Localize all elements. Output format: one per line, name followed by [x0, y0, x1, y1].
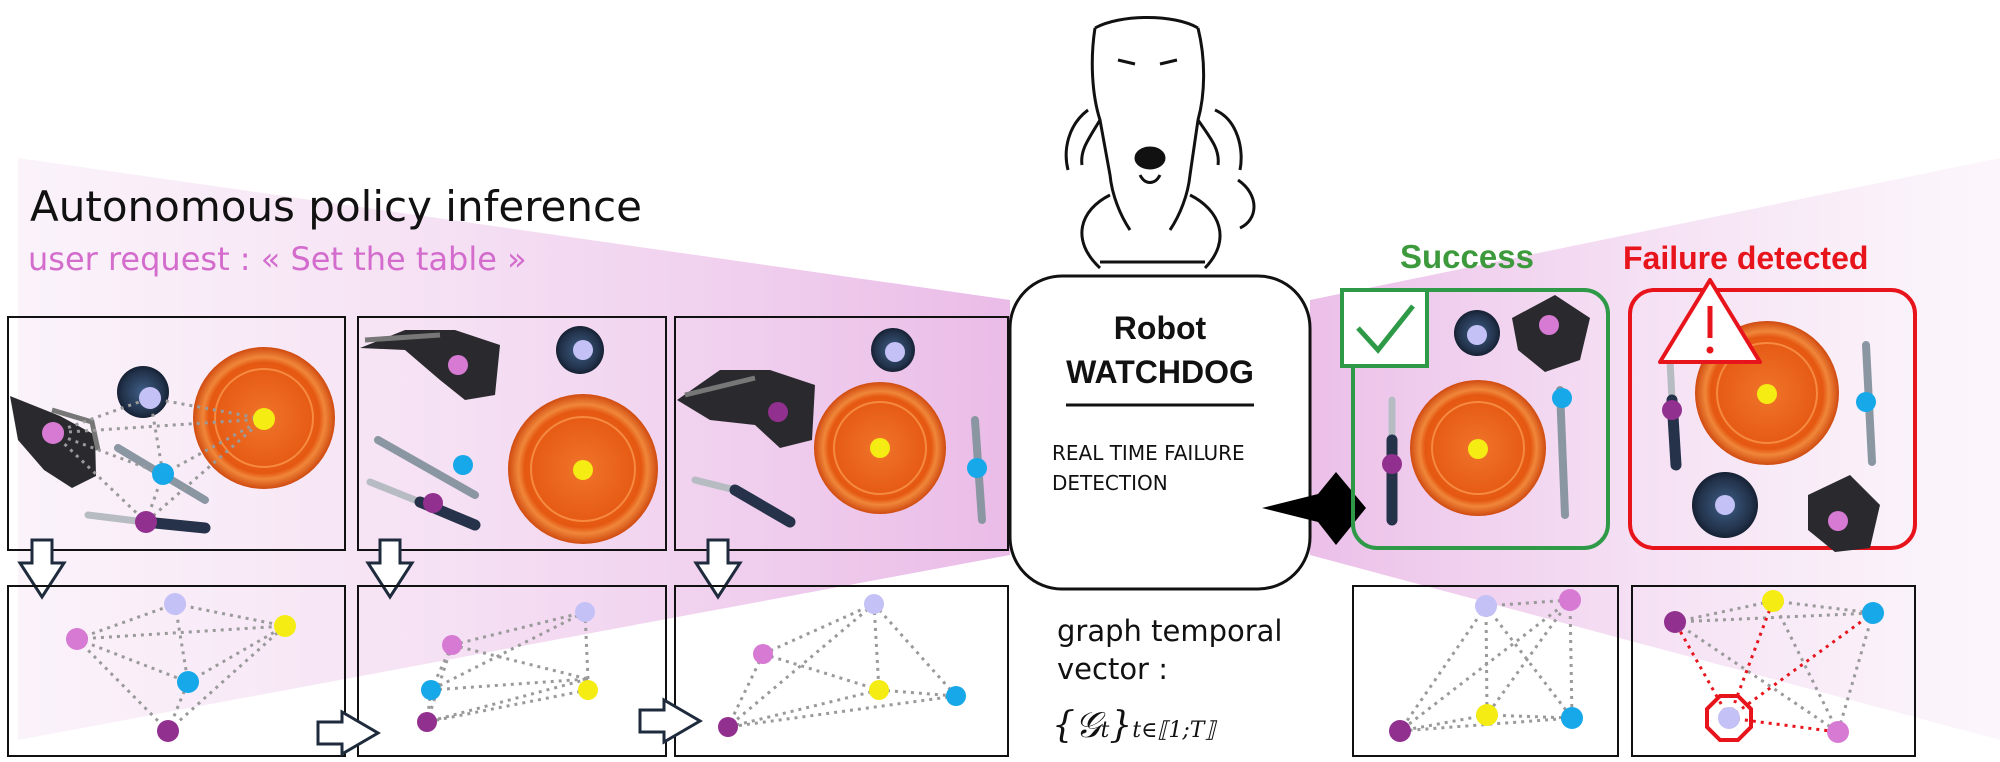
node: [139, 387, 161, 409]
fork: [1556, 386, 1569, 519]
node: [253, 408, 275, 430]
node: [177, 671, 199, 693]
right-arrow-icon: [638, 697, 703, 745]
node: [1718, 707, 1740, 729]
node: [946, 686, 966, 706]
failure-panel: [1628, 278, 1917, 552]
node: [753, 644, 773, 664]
node: [1552, 388, 1572, 408]
watchdog-desc-line2: DETECTION: [1052, 471, 1168, 495]
page-title: Autonomous policy inference: [30, 182, 642, 231]
watchdog-desc-line1: REAL TIME FAILURE: [1052, 441, 1245, 465]
graph-frame-success: [1352, 585, 1619, 757]
node: [1476, 704, 1498, 726]
node: [1467, 325, 1487, 345]
graph-frame-1: [7, 585, 346, 757]
robot-gripper: [677, 370, 815, 448]
node: [164, 593, 186, 615]
output-arrow-icon: [1262, 472, 1366, 545]
node: [417, 712, 437, 732]
node: [423, 493, 443, 513]
node: [718, 717, 738, 737]
node: [575, 602, 595, 622]
node: [421, 680, 441, 700]
watchdog-title-line2: WATCHDOG: [1066, 354, 1254, 390]
graph-frame-3: [674, 585, 1009, 757]
node: [864, 594, 884, 614]
node: [453, 455, 473, 475]
graph-frame-failure: [1631, 585, 1916, 757]
check-icon: [1340, 288, 1429, 368]
node: [1539, 315, 1559, 335]
node: [967, 458, 987, 478]
graph-vector-label: graph temporal vector :: [1057, 612, 1282, 688]
node: [573, 460, 593, 480]
warning-icon: [1658, 278, 1762, 364]
node: [869, 680, 889, 700]
node: [135, 511, 157, 533]
node: [1715, 495, 1735, 515]
frame-3: [674, 316, 1009, 551]
frame-2: [357, 316, 667, 551]
node: [442, 635, 462, 655]
node: [885, 342, 905, 362]
graph-label-line2: vector :: [1057, 652, 1168, 686]
failure-highlight-octagon: [1705, 694, 1753, 742]
node: [1382, 454, 1402, 474]
node: [768, 402, 788, 422]
node: [1559, 589, 1581, 611]
dog-illustration: [1064, 16, 1256, 270]
down-arrow-icon: [17, 538, 67, 600]
node: [1389, 720, 1411, 742]
node: [66, 628, 88, 650]
node: [1757, 384, 1777, 404]
watchdog-title-line1: Robot: [1113, 310, 1207, 346]
node: [870, 438, 890, 458]
node: [1856, 392, 1876, 412]
frame-1: [7, 316, 346, 551]
node: [1664, 611, 1686, 633]
graph-frame-2: [357, 585, 667, 757]
formula-close: }: [1109, 705, 1133, 746]
fork: [374, 436, 479, 499]
right-arrow-icon: [316, 709, 381, 757]
node: [1475, 595, 1497, 617]
down-arrow-icon: [365, 538, 415, 600]
node: [274, 615, 296, 637]
node: [1662, 400, 1682, 420]
formula-sub-range: t∈⟦1;T⟧: [1132, 718, 1216, 743]
node: [1862, 602, 1884, 624]
watchdog-box: [1008, 274, 1312, 591]
node: [1468, 439, 1488, 459]
formula-sub-t: t: [1100, 718, 1110, 743]
success-panel: [1340, 288, 1610, 550]
node: [1828, 511, 1848, 531]
graph-label-line1: graph temporal: [1057, 614, 1283, 648]
node: [1827, 721, 1849, 743]
node: [157, 720, 179, 742]
failure-label: Failure detected: [1623, 240, 1869, 276]
right-funnel: [1310, 158, 2000, 740]
node: [573, 340, 593, 360]
node: [152, 463, 174, 485]
node: [1561, 707, 1583, 729]
node: [578, 680, 598, 700]
graph-vector-formula: {𝒢t}t∈⟦1;T⟧: [1052, 705, 1215, 747]
robot-gripper: [360, 330, 500, 400]
down-arrow-icon: [693, 538, 743, 600]
node: [42, 422, 64, 444]
node: [448, 355, 468, 375]
knife: [691, 476, 796, 528]
success-label: Success: [1400, 238, 1534, 275]
formula-main: {𝒢: [1052, 705, 1101, 746]
watchdog-description: REAL TIME FAILURE DETECTION: [1052, 438, 1245, 498]
user-request: user request : « Set the table »: [28, 240, 527, 278]
watchdog-title: Robot WATCHDOG: [1010, 306, 1310, 394]
node: [1762, 590, 1784, 612]
